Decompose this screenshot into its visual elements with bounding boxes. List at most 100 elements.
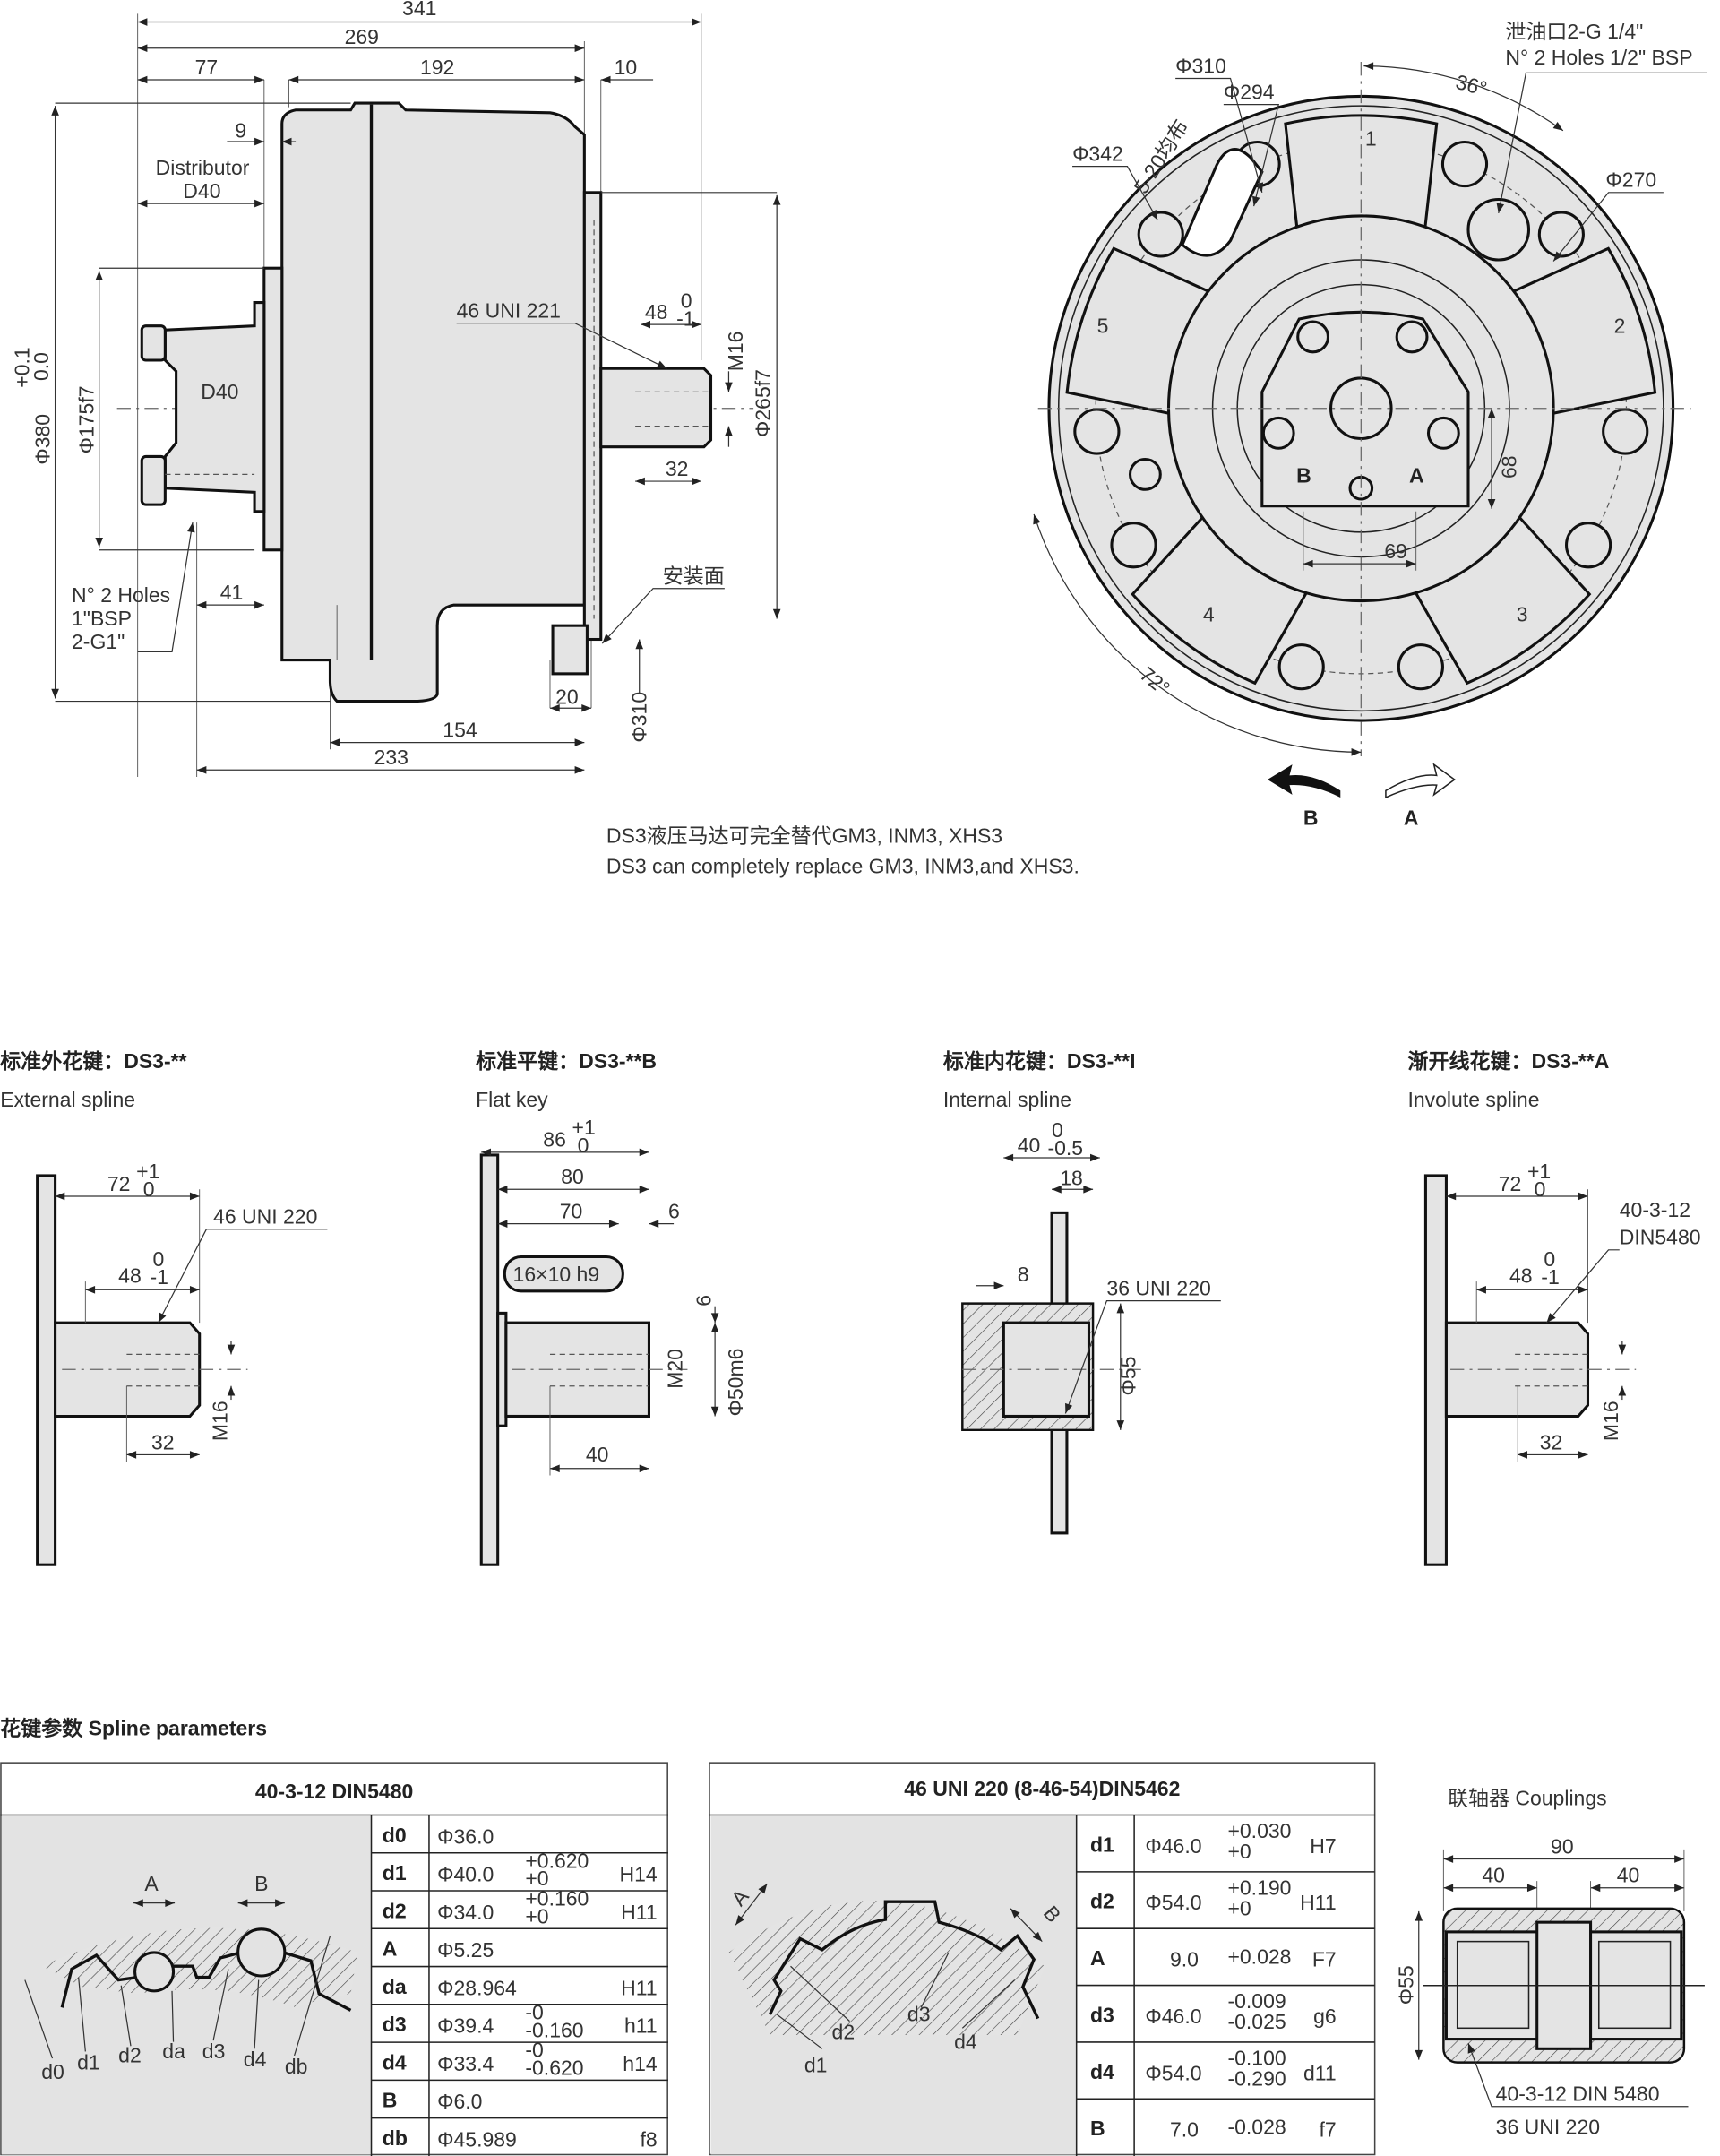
param-key: A [1090, 1946, 1105, 1970]
outer-tol-upper: +0.1 [10, 347, 33, 387]
fit-class: h14 [623, 2052, 658, 2075]
param-value: Φ45.989 [437, 2128, 517, 2152]
thread-size: M16 [208, 1401, 231, 1441]
tol-lower: +0 [1227, 1840, 1251, 1863]
tol-upper: -0 [525, 2000, 543, 2023]
body-code: D40 [201, 380, 238, 403]
param-key: d0 [383, 1824, 407, 1847]
shaft-tol-upper: 0 [681, 289, 692, 313]
param-key: A [383, 1937, 398, 1961]
variant-title-en: External spline [0, 1088, 135, 1111]
label-a: A [144, 1872, 159, 1895]
key-height: 6 [692, 1295, 716, 1307]
tol-lower: -0.5 [1047, 1136, 1083, 1160]
cylinder-3: 3 [1517, 603, 1528, 626]
spline-label-2: DIN5480 [1620, 1226, 1701, 1249]
dim-gap: 9 [235, 118, 246, 142]
label-d0: d0 [41, 2060, 64, 2083]
mounting-foot [551, 624, 589, 676]
param-value: Φ36.0 [437, 1824, 494, 1848]
thread-depth: 32 [1540, 1430, 1563, 1453]
fit-class: d11 [1303, 2061, 1337, 2084]
shaft-length: 48 [645, 300, 668, 323]
tol-lower: 0 [1535, 1177, 1546, 1201]
variant-title-cn: 标准内花键：DS3-**I [943, 1049, 1136, 1073]
plate-thickness: 18 [1060, 1167, 1083, 1190]
bore-diameter: Φ55 [1117, 1357, 1140, 1396]
variant-title-cn: 标准平键：DS3-**B [476, 1049, 657, 1073]
dim-154: 154 [443, 718, 477, 741]
tol-lower: 0 [578, 1134, 589, 1157]
coupling-left-length: 40 [1482, 1864, 1505, 1887]
key-offset: 6 [668, 1200, 680, 1223]
ports-line1: N° 2 Holes [72, 583, 170, 607]
tol-lower: -0.025 [1227, 2010, 1286, 2033]
param-key: d3 [1090, 2003, 1114, 2026]
label-d2: d2 [118, 2044, 142, 2067]
label-d1: d1 [804, 2053, 828, 2076]
tol-upper: +0.160 [525, 1887, 589, 1910]
distributor-diameter: Φ175f7 [75, 385, 99, 453]
cylinder-1: 1 [1365, 127, 1377, 151]
spline-label: 46 UNI 220 [213, 1205, 317, 1229]
spline-leader-label: 46 UNI 221 [457, 298, 561, 322]
param-key: d2 [1090, 1890, 1114, 1913]
tol-upper: +0.030 [1227, 1819, 1291, 1842]
label-d4: d4 [244, 2048, 267, 2071]
dim-flange: 10 [615, 56, 638, 79]
couplings-title: 联轴器 Couplings [1448, 1787, 1607, 1810]
pilot-diameter: Φ265f7 [751, 369, 774, 437]
variant-title-en: Involute spline [1407, 1088, 1539, 1111]
tol-upper: 0 [153, 1247, 165, 1271]
param-value: Φ33.4 [437, 2052, 494, 2075]
port-offset: 41 [220, 581, 244, 604]
param-key: d1 [1090, 1833, 1114, 1856]
label-d1: d1 [77, 2050, 100, 2074]
note-en: DS3 can completely replace GM3, INM3,and… [606, 854, 1079, 877]
tol-lower: -0.160 [525, 2018, 583, 2041]
param-key: d3 [383, 2013, 407, 2036]
tol-lower: +0 [1227, 1896, 1251, 1919]
tol-upper: 0 [1544, 1247, 1555, 1271]
outer-diameter: Φ380 [30, 414, 54, 465]
note-cn: DS3液压马达可完全替代GM3, INM3, XHS3 [606, 824, 1002, 848]
shaft-diameter: Φ50m6 [724, 1349, 747, 1417]
fit-class: H11 [621, 1976, 658, 1999]
variant-title-cn: 渐开线花键：DS3-**A [1407, 1049, 1609, 1073]
dia-342: Φ342 [1072, 142, 1123, 166]
label-db: db [285, 2055, 308, 2078]
param-value: Φ6.0 [437, 2090, 482, 2113]
ports-line3: 2-G1" [72, 630, 125, 653]
mount-diameter: Φ310 [627, 692, 650, 743]
thread-size: M16 [724, 332, 747, 372]
distributor-label: Distributor [156, 156, 250, 179]
fit-class: f8 [640, 2128, 657, 2152]
spline-label: 36 UNI 220 [1106, 1276, 1210, 1299]
shaft-variant-flat-key: 标准平键：DS3-**B Flat key 16×10 h9 86 +1 0 8… [476, 1049, 747, 1566]
fit-class: H11 [621, 1901, 658, 1924]
dim-body: 269 [345, 25, 379, 48]
dim-length-2: 80 [561, 1165, 584, 1188]
spline-table-din5480: 40-3-12 DIN5480 A B d0 d1 d2 da d3 d4 db… [0, 1762, 668, 2156]
thread-size: M16 [1599, 1401, 1622, 1441]
thread-size: M20 [663, 1349, 686, 1389]
recess-depth: 8 [1018, 1263, 1029, 1286]
fit-class: H14 [619, 1863, 657, 1886]
param-key: B [383, 2089, 398, 2112]
spline-table-din5462: 46 UNI 220 (8-46-54)DIN5462 A B d1 d2 d3… [709, 1762, 1376, 2156]
table-row: B Φ6.0 [371, 2079, 668, 2113]
dim-233: 233 [374, 746, 408, 769]
label-da: da [162, 2040, 185, 2063]
label-d4: d4 [954, 2030, 977, 2053]
tol-upper: -0.028 [1227, 2116, 1286, 2139]
tol-lower: 0 [143, 1177, 155, 1201]
ports-line2: 1"BSP [72, 607, 132, 630]
